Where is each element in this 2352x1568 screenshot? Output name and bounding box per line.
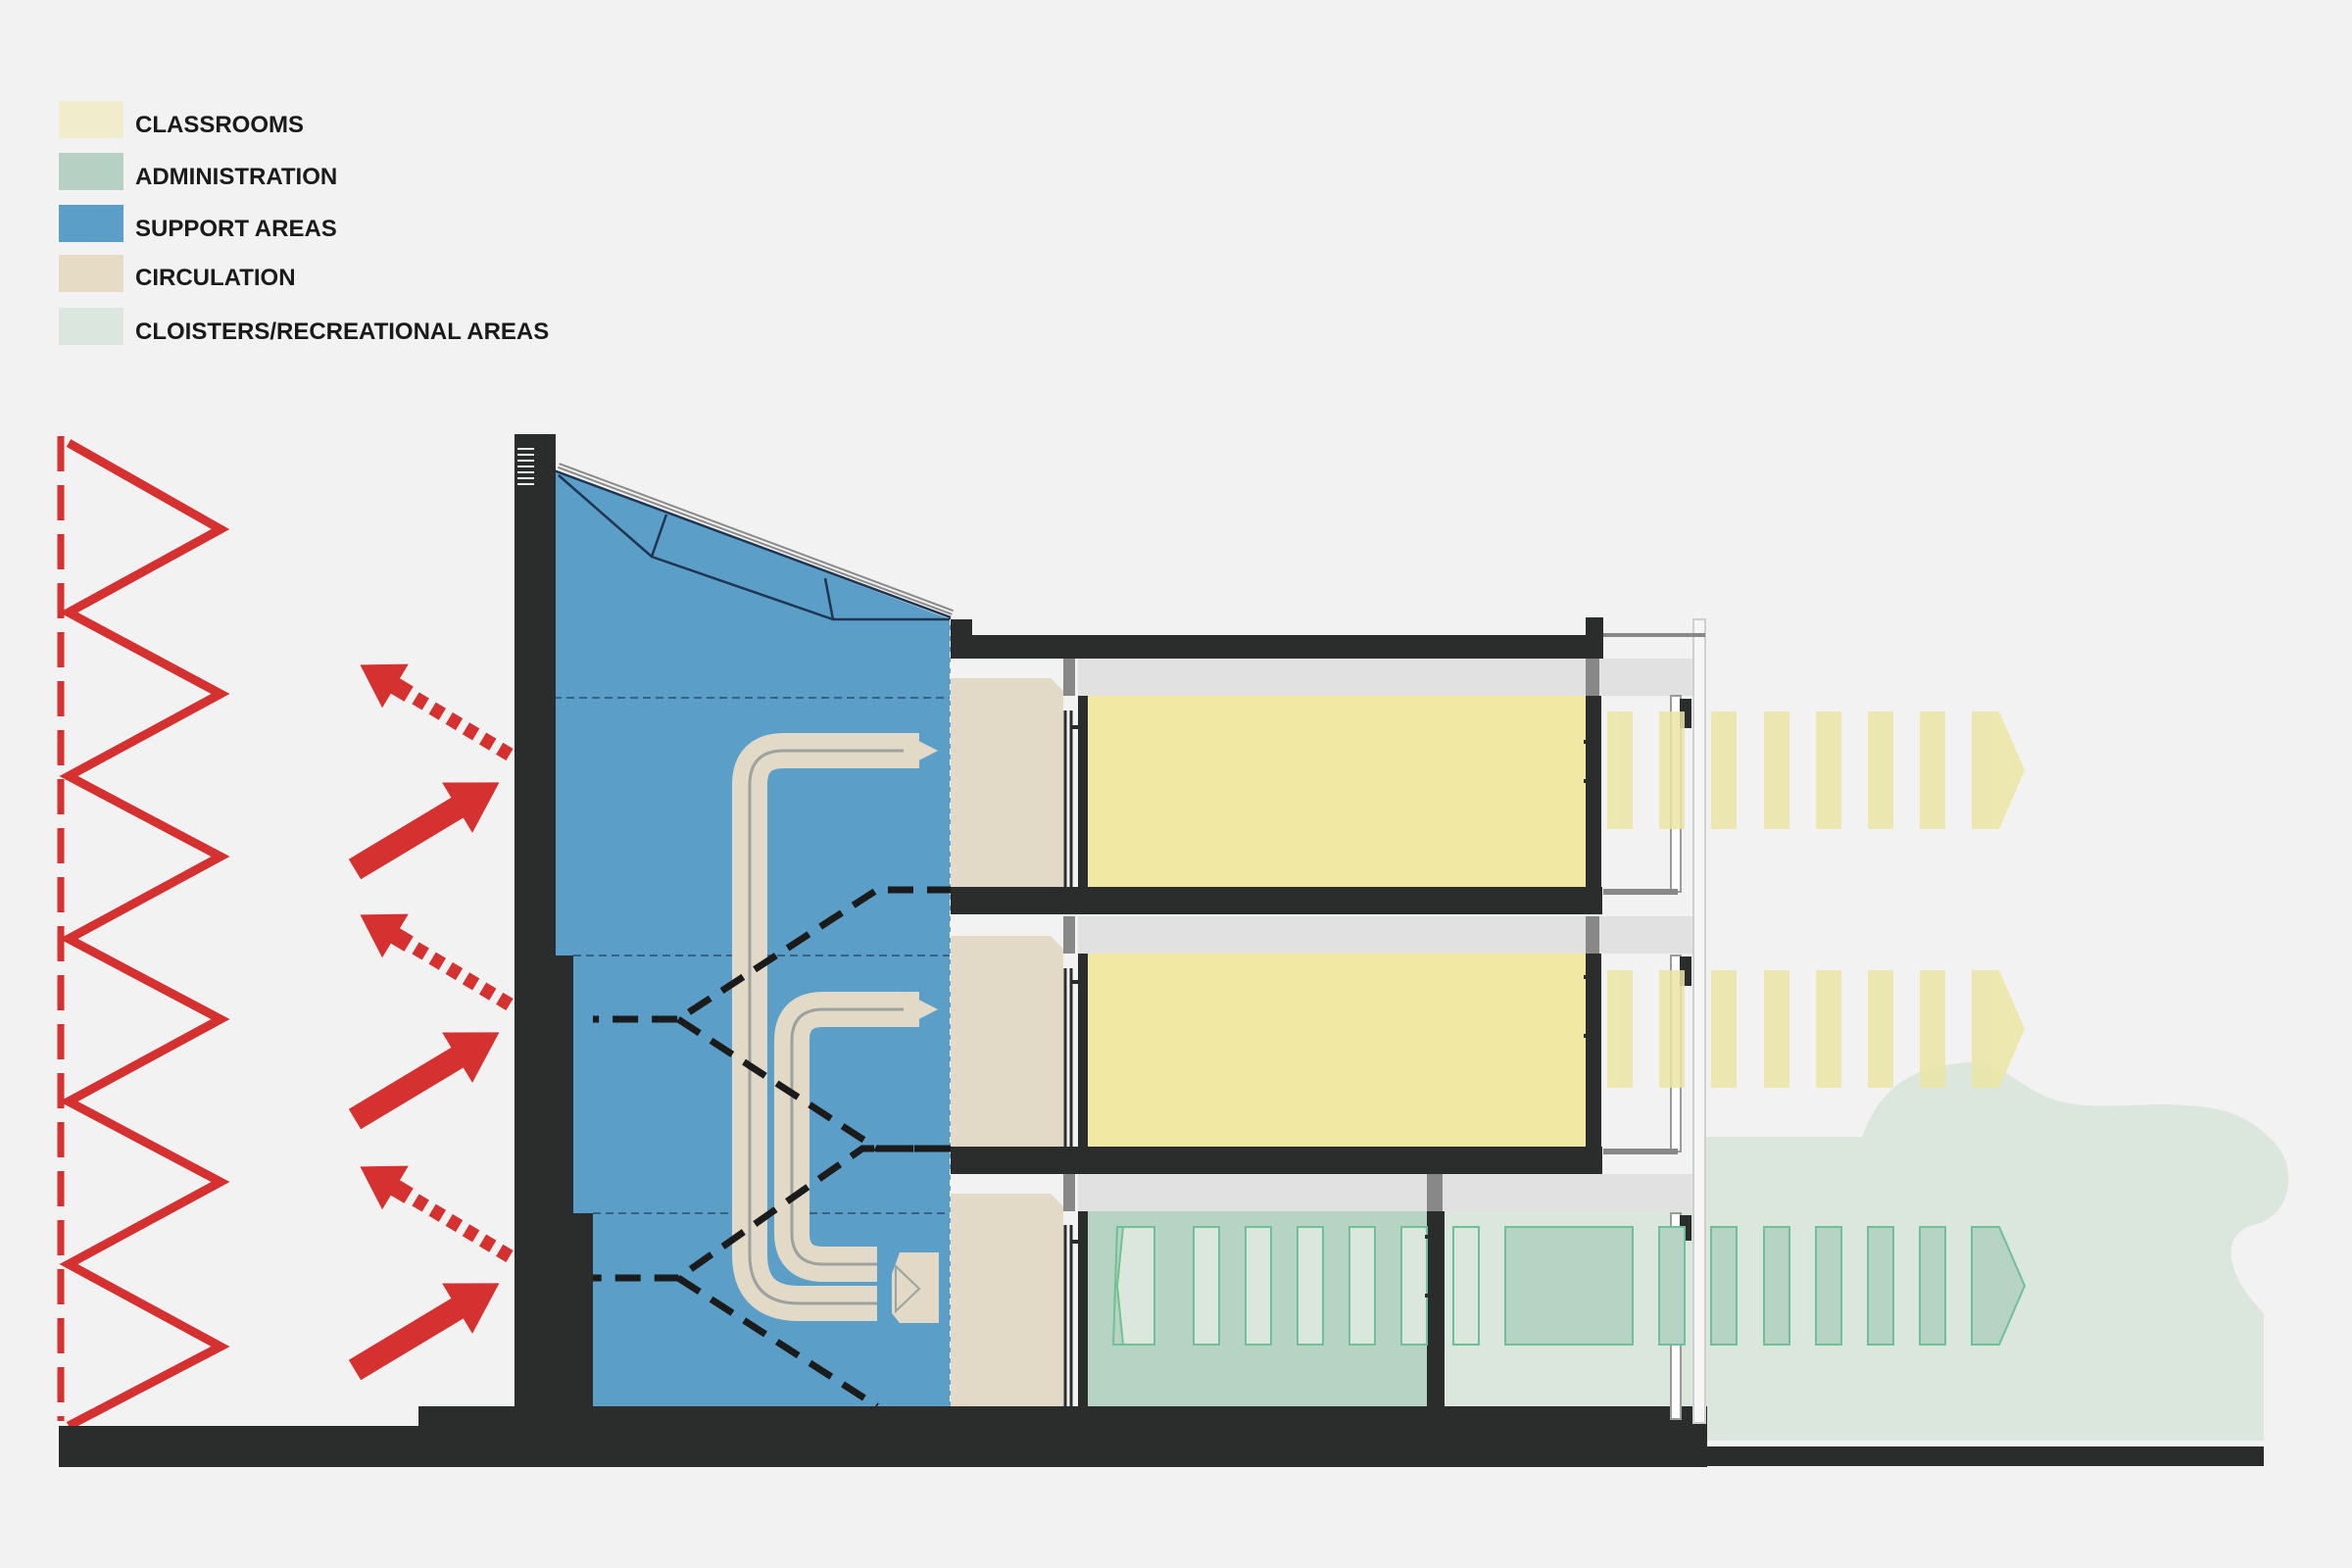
legend-swatch-cloisters [59, 308, 123, 345]
duct-loop-icon [732, 733, 939, 1323]
legend-item-circulation: CIRCULATION [59, 255, 296, 292]
legend-label-administration: ADMINISTRATION [135, 164, 337, 190]
legend-item-administration: ADMINISTRATION [59, 153, 337, 190]
classroom-flow-upper [1607, 711, 2025, 829]
admin-flow-ground [1111, 1226, 2027, 1346]
ventilation-flow-arrow-icon [1111, 711, 2027, 1346]
legend-item-support-areas: SUPPORT AREAS [59, 205, 337, 242]
legend-label-circulation: CIRCULATION [135, 265, 296, 291]
vent-grille-icon [517, 448, 534, 485]
legend: CLASSROOMS ADMINISTRATION SUPPORT AREAS … [59, 101, 549, 345]
legend-swatch-circulation [59, 255, 123, 292]
air-path-dashed [593, 886, 953, 1409]
classroom-middle [1088, 954, 1586, 1147]
legend-swatch-support-areas [59, 205, 123, 242]
legend-swatch-classrooms [59, 101, 123, 138]
window-mullions [1063, 710, 1073, 1406]
legend-item-classrooms: CLASSROOMS [59, 101, 304, 138]
wind-zigzag-icon [57, 436, 230, 1430]
legend-swatch-administration [59, 153, 123, 190]
legend-label-cloisters: CLOISTERS/RECREATIONAL AREAS [135, 318, 549, 345]
window-ticks [1070, 725, 1592, 1298]
legend-label-support-areas: SUPPORT AREAS [135, 216, 337, 242]
classroom-upper [1088, 696, 1586, 887]
air-exhaust-arrow-icon [360, 663, 514, 1263]
air-intake-arrow-icon [348, 782, 500, 1381]
building-structure [59, 434, 2264, 1467]
legend-label-classrooms: CLASSROOMS [135, 112, 304, 138]
ceiling-bands [1063, 659, 1695, 1211]
legend-item-cloisters: CLOISTERS/RECREATIONAL AREAS [59, 308, 549, 345]
circulation-strip [951, 678, 1063, 1406]
classroom-flow-middle [1607, 970, 2025, 1088]
